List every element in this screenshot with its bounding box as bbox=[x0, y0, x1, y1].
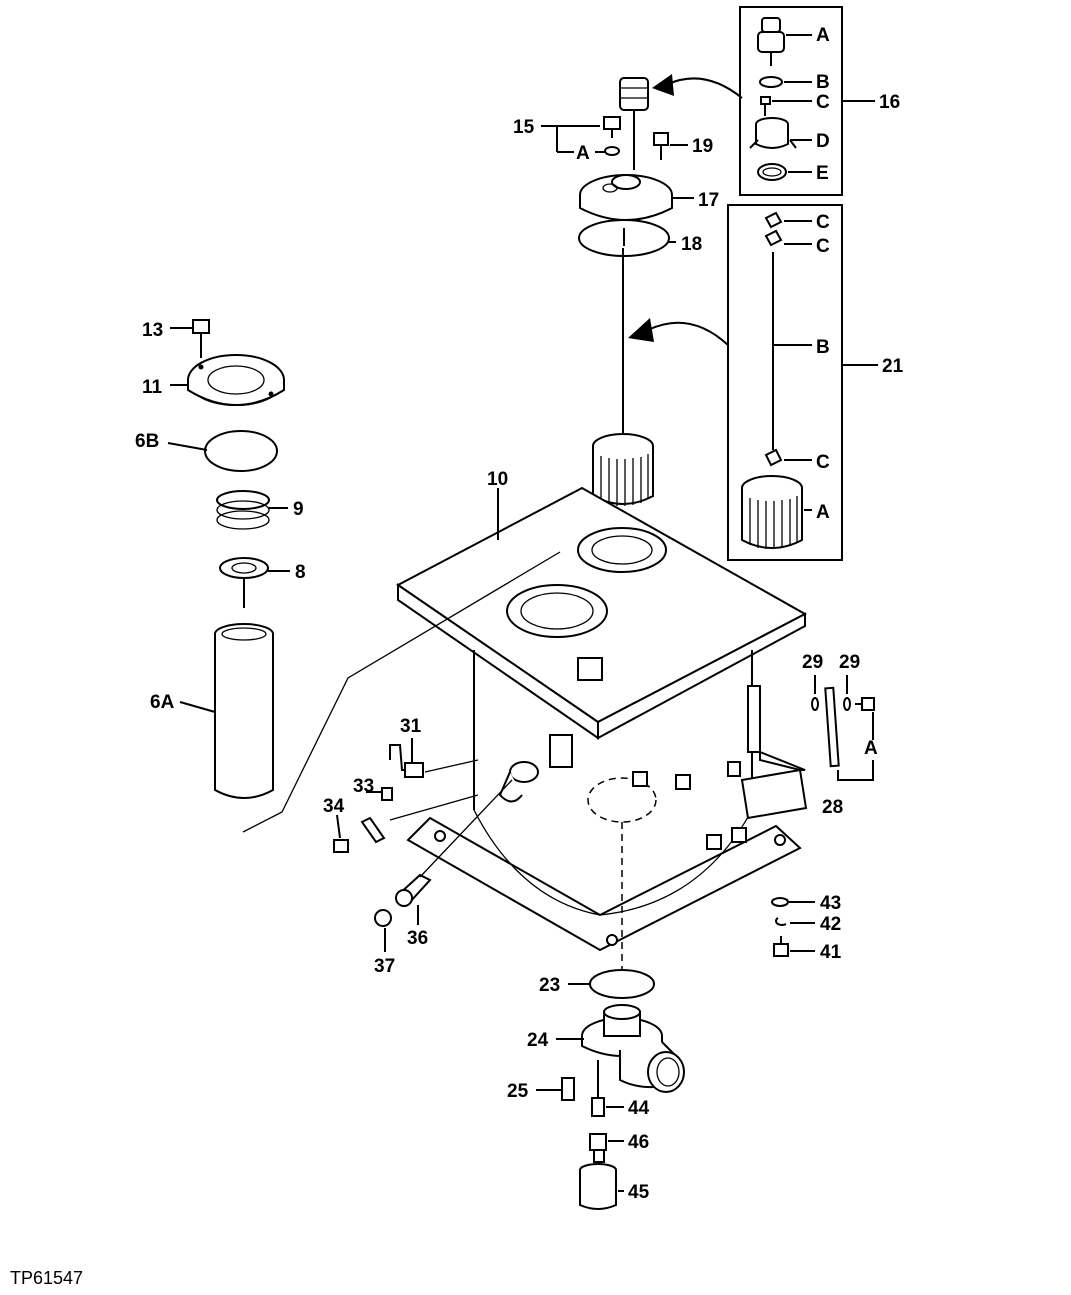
callout-10: 10 bbox=[487, 469, 508, 490]
kit-16-box: A B C D E 16 bbox=[739, 6, 900, 196]
callout-18: 18 bbox=[681, 234, 702, 255]
callout-23: 23 bbox=[539, 975, 560, 996]
callout-46: 46 bbox=[628, 1132, 649, 1153]
kit-16-label-e: E bbox=[816, 163, 829, 184]
callout-24: 24 bbox=[527, 1030, 549, 1051]
kit-16-label-a: A bbox=[816, 25, 830, 46]
callout-42: 42 bbox=[820, 914, 841, 935]
callout-34: 34 bbox=[323, 796, 345, 817]
kit-21-box: C C B C A 21 bbox=[727, 204, 904, 561]
callout-19: 19 bbox=[692, 136, 713, 157]
kit-21-label-c3: C bbox=[816, 452, 830, 473]
kit-16-arrow bbox=[652, 74, 743, 99]
callout-16: 16 bbox=[879, 92, 900, 113]
kit-21-label-b: B bbox=[816, 337, 830, 358]
bracket-assembly bbox=[740, 685, 875, 820]
callout-29a: 29 bbox=[802, 652, 823, 673]
suction-flange-assembly bbox=[561, 969, 685, 1210]
kit-16-label-d: D bbox=[816, 131, 830, 152]
kit-21-label-a: A bbox=[816, 502, 830, 523]
kit-16-label-c: C bbox=[816, 92, 830, 113]
kit-21-filter-element bbox=[741, 475, 803, 549]
callout-25: 25 bbox=[507, 1081, 529, 1102]
callout-6b: 6B bbox=[135, 431, 159, 452]
callout-13: 13 bbox=[142, 320, 163, 341]
callout-41: 41 bbox=[820, 942, 842, 963]
callout-11: 11 bbox=[142, 377, 163, 398]
kit-21-label-c2: C bbox=[816, 236, 830, 257]
callout-28-a: A bbox=[864, 738, 878, 759]
kit-21-arrow bbox=[628, 318, 729, 346]
callout-21: 21 bbox=[882, 356, 904, 377]
callout-29b: 29 bbox=[839, 652, 860, 673]
kit-16-label-b: B bbox=[816, 72, 830, 93]
kit-16-breather-cap bbox=[757, 17, 785, 66]
callout-36: 36 bbox=[407, 928, 428, 949]
return-filter-element bbox=[592, 433, 654, 506]
level-gauge-fittings bbox=[333, 744, 432, 927]
callout-37: 37 bbox=[374, 956, 395, 977]
callout-28: 28 bbox=[822, 797, 843, 818]
callout-17: 17 bbox=[698, 190, 719, 211]
callout-8: 8 bbox=[295, 562, 306, 583]
callout-31: 31 bbox=[400, 716, 422, 737]
suction-filter-stack bbox=[187, 319, 285, 799]
kit-21-label-c1: C bbox=[816, 212, 830, 233]
callout-6a: 6A bbox=[150, 692, 175, 713]
hydraulic-tank bbox=[396, 486, 808, 985]
callout-44: 44 bbox=[628, 1098, 650, 1119]
figure-id: TP61547 bbox=[10, 1268, 83, 1288]
breather-assembly bbox=[578, 77, 673, 257]
kit-16-adapter bbox=[749, 117, 797, 149]
kit-16-screw bbox=[760, 96, 771, 116]
kit-16-o-ring bbox=[759, 76, 783, 88]
kit-16-seal bbox=[757, 163, 787, 181]
callout-43: 43 bbox=[820, 893, 841, 914]
callout-15: 15 bbox=[513, 117, 535, 138]
callout-15-a: A bbox=[576, 143, 590, 164]
callout-33: 33 bbox=[353, 776, 374, 797]
callout-45: 45 bbox=[628, 1182, 650, 1203]
callout-9: 9 bbox=[293, 499, 304, 520]
